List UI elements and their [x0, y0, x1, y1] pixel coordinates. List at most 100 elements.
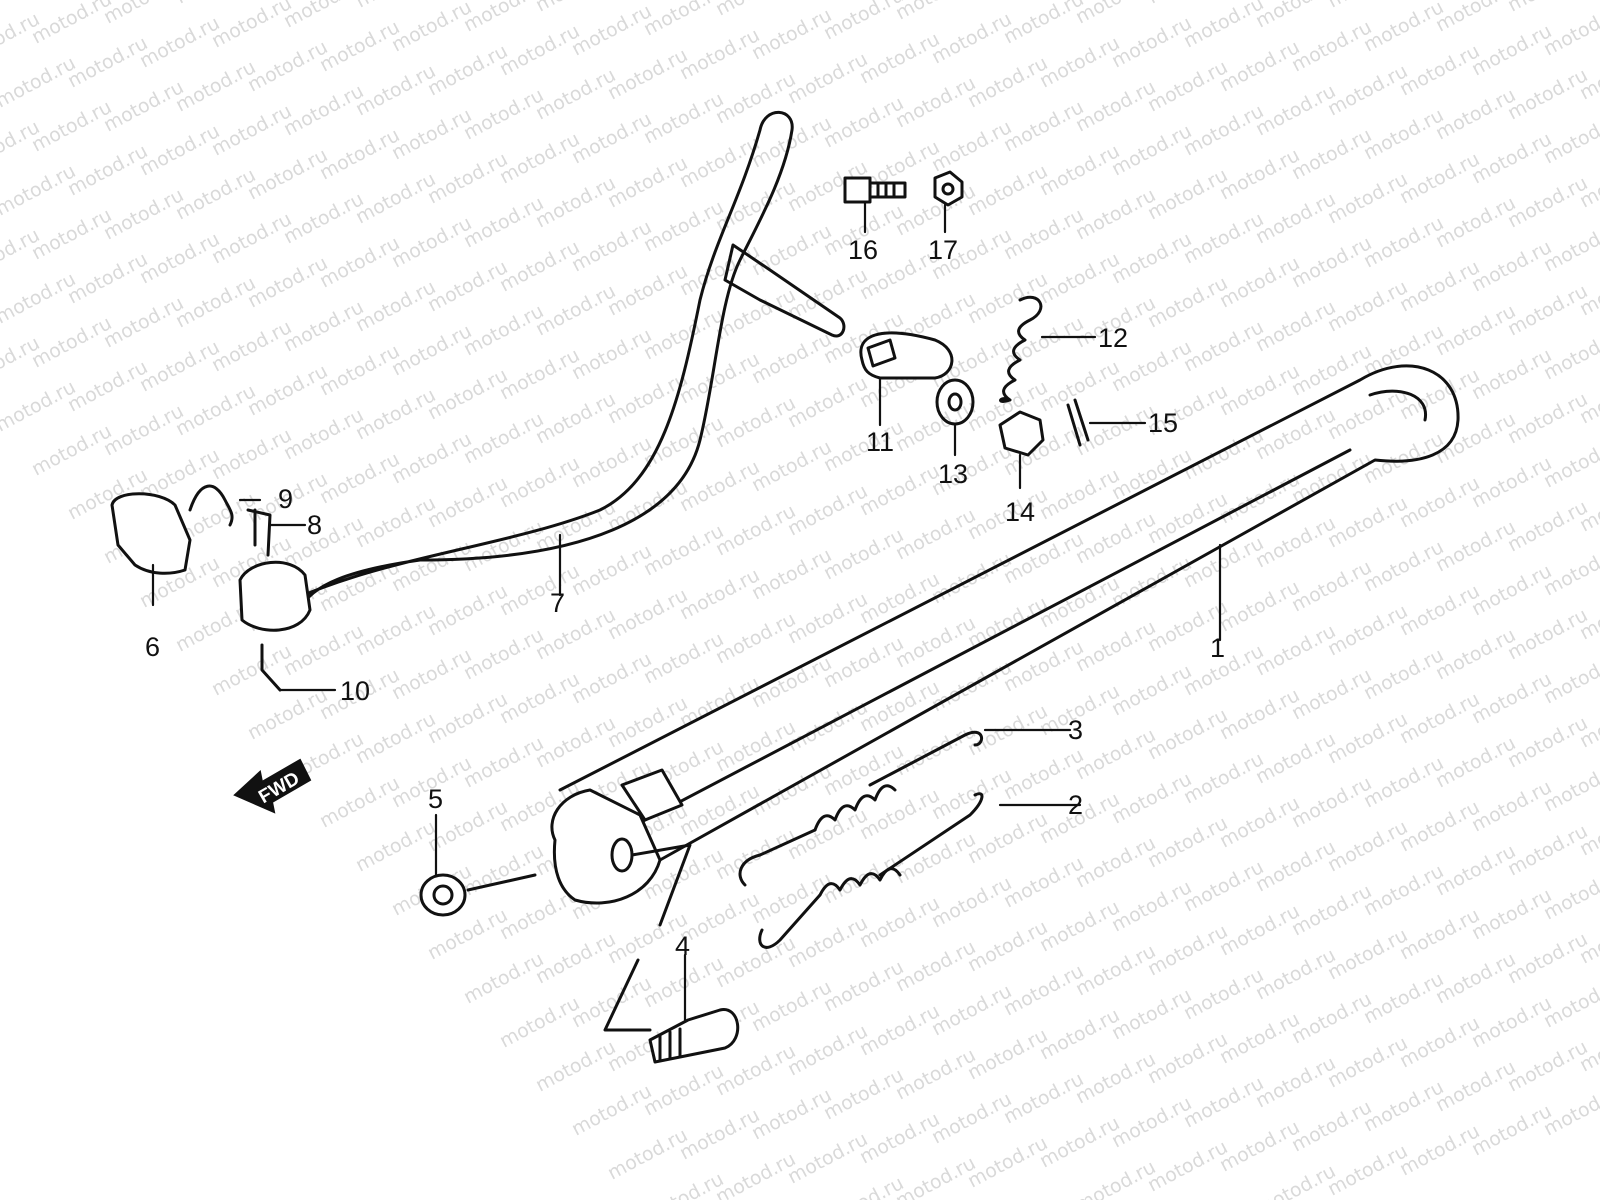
watermark-text: motod.ru — [316, 232, 403, 292]
watermark-text: motod.ru — [1216, 1008, 1303, 1068]
watermark-text: motod.ru — [280, 80, 367, 140]
watermark-text: motod.ru — [1144, 812, 1231, 872]
watermark-text: motod.ru — [1180, 964, 1267, 1024]
watermark-text: motod.ru — [0, 160, 79, 220]
watermark-text: motod.ru — [748, 652, 835, 712]
watermark-text: motod.ru — [928, 872, 1015, 932]
watermark-text: motod.ru — [1036, 896, 1123, 956]
watermark-text: motod.ru — [784, 48, 871, 108]
callout-10: 10 — [340, 676, 370, 706]
watermark-text: motod.ru — [568, 540, 655, 600]
watermark-text: motod.ru — [1396, 796, 1483, 856]
watermark-text: motod.ru — [1288, 664, 1375, 724]
watermark-text: motod.ru — [568, 0, 655, 60]
watermark-text: motod.ru — [1252, 1052, 1339, 1112]
watermark-text: motod.ru — [280, 0, 367, 32]
watermark-text: motod.ru — [820, 416, 907, 476]
watermark-text: motod.ru — [748, 436, 835, 496]
nut-5 — [419, 873, 537, 917]
watermark-text: motod.ru — [1036, 572, 1123, 632]
watermark-text: motod.ru — [0, 268, 79, 328]
watermark-text: motod.ru — [1036, 1112, 1123, 1172]
watermark-text: motod.ru — [1108, 876, 1195, 936]
watermark-text: motod.ru — [1432, 732, 1519, 792]
watermark-text: motod.ru — [1216, 576, 1303, 636]
callouts: 1 2 3 4 5 6 7 8 9 10 11 12 13 14 15 16 1… — [145, 235, 1225, 961]
callout-16: 16 — [848, 235, 878, 265]
watermark-text: motod.ru — [640, 196, 727, 256]
watermark-text: motod.ru — [280, 188, 367, 248]
watermark-text: motod.ru — [1504, 0, 1591, 16]
watermark-text: motod.ru — [856, 784, 943, 844]
callout-3: 3 — [1068, 715, 1083, 745]
watermark-text: motod.ru — [1324, 1032, 1411, 1092]
watermark-text: motod.ru — [748, 544, 835, 604]
watermark-text: motod.ru — [280, 404, 367, 464]
watermark-text: motod.ru — [460, 0, 547, 36]
watermark-text: motod.ru — [1504, 928, 1591, 988]
watermark-text: motod.ru — [1216, 36, 1303, 96]
watermark-text: motod.ru — [352, 600, 439, 660]
watermark-text: motod.ru — [928, 980, 1015, 1040]
watermark-text: motod.ru — [1036, 356, 1123, 416]
watermark-text: motod.ru — [1180, 208, 1267, 268]
watermark-text: motod.ru — [496, 20, 583, 80]
watermark-text: motod.ru — [604, 692, 691, 752]
bolt-16 — [843, 176, 907, 204]
watermark-text: motod.ru — [1432, 84, 1519, 144]
callout-7: 7 — [550, 588, 565, 618]
watermark-text: motod.ru — [460, 84, 547, 144]
watermark-text: motod.ru — [1504, 172, 1591, 232]
watermark-text: motod.ru — [352, 708, 439, 768]
watermark-text: motod.ru — [100, 184, 187, 244]
watermark-text: motod.ru — [1288, 340, 1375, 400]
watermark-text: motod.ru — [352, 276, 439, 336]
watermark-text: motod.ru — [1072, 76, 1159, 136]
watermark-text: motod.ru — [244, 144, 331, 204]
watermark-text: motod.ru — [0, 376, 79, 436]
watermark-text: motod.ru — [424, 148, 511, 208]
watermark-text: motod.ru — [784, 696, 871, 756]
watermark-text: motod.ru — [28, 96, 115, 156]
watermark-text: motod.ru — [1036, 1004, 1123, 1064]
watermark-text: motod.ru — [1036, 32, 1123, 92]
watermark-text: motod.ru — [1216, 900, 1303, 960]
callout-14: 14 — [1005, 497, 1035, 527]
watermark-text: motod.ru — [568, 648, 655, 708]
watermark-text: motod.ru — [640, 1060, 727, 1120]
watermark-text: motod.ru — [1324, 60, 1411, 120]
watermark-text: motod.ru — [1504, 820, 1591, 880]
watermark-text: motod.ru — [1108, 444, 1195, 504]
watermark-text: motod.ru — [1108, 228, 1195, 288]
watermark-text: motod.ru — [1468, 1100, 1555, 1160]
watermark-text: motod.ru — [1396, 148, 1483, 208]
watermark-text: motod.ru — [1360, 1076, 1447, 1136]
watermark-text: motod.ru — [136, 228, 223, 288]
watermark-text: motod.ru — [1144, 0, 1231, 8]
watermark-text: motod.ru — [712, 0, 799, 20]
watermark-text: motod.ru — [1360, 752, 1447, 812]
watermark-text: motod.ru — [1504, 604, 1591, 664]
watermark-text: motod.ru — [352, 492, 439, 552]
watermark-text: motod.ru — [208, 0, 295, 52]
watermark-text: motod.ru — [820, 956, 907, 1016]
watermark-text: motod.ru — [460, 948, 547, 1008]
watermark-text: motod.ru — [1504, 496, 1591, 556]
watermark-text: motod.ru — [856, 460, 943, 520]
watermark-text: motod.ru — [748, 976, 835, 1036]
watermark-text: motod.ru — [1144, 164, 1231, 224]
watermark-text: motod.ru — [352, 168, 439, 228]
watermark-text: motod.ru — [1360, 104, 1447, 164]
watermark-text: motod.ru — [640, 304, 727, 364]
watermark-text: motod.ru — [604, 584, 691, 644]
watermark-text: motod.ru — [136, 336, 223, 396]
watermark-text: motod.ru — [1252, 0, 1339, 32]
watermark-text: motod.ru — [1108, 768, 1195, 828]
watermark-text: motod.ru — [856, 1108, 943, 1168]
watermark-text: motod.ru — [1468, 992, 1555, 1052]
watermark-text: motod.ru — [208, 640, 295, 700]
watermark-text: motod.ru — [244, 36, 331, 96]
watermark-text: motod.ru — [1432, 0, 1519, 36]
watermark-text: motod.ru — [1216, 792, 1303, 852]
